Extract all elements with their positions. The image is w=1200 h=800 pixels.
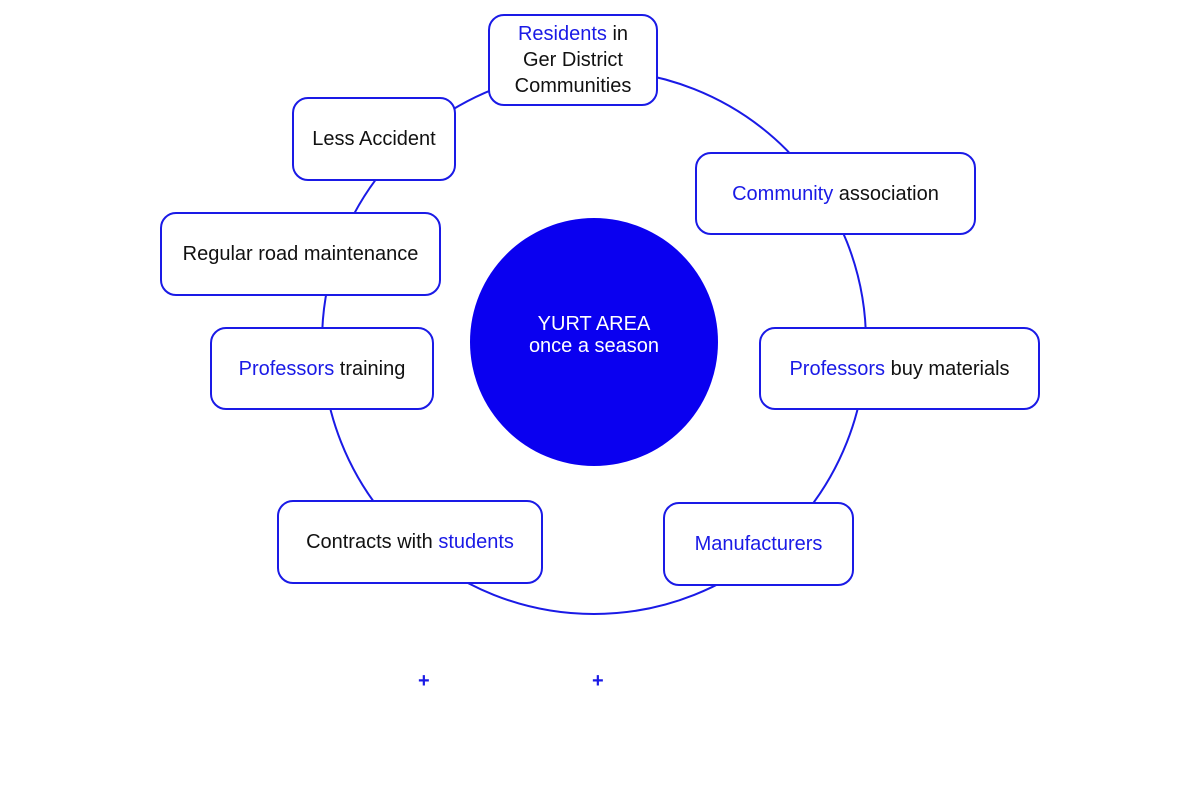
plus-marker-right: + bbox=[592, 670, 604, 692]
node-residents-text-3: Communities bbox=[514, 75, 632, 97]
node-community-text: association bbox=[833, 182, 939, 205]
node-manufacturers: Manufacturers bbox=[663, 502, 854, 586]
node-professors-training-text: training bbox=[334, 357, 406, 380]
node-residents-text-1: in bbox=[606, 23, 629, 45]
node-community-highlight: Community bbox=[732, 182, 834, 205]
node-less-accident: Less Accident bbox=[292, 97, 456, 181]
node-manufacturers-highlight: Manufacturers bbox=[694, 533, 823, 555]
node-residents: Residents in Ger District Communities bbox=[488, 14, 658, 106]
node-professors-buy-highlight: Professors bbox=[789, 357, 886, 380]
node-residents-highlight: Residents bbox=[517, 23, 607, 45]
center-subtitle: once a season bbox=[528, 335, 660, 357]
node-community-association: Community association bbox=[695, 152, 976, 235]
node-professors-training: Professors training bbox=[210, 327, 434, 410]
node-less-accident-text: Less Accident bbox=[312, 128, 436, 150]
node-residents-text-2: Ger District bbox=[522, 49, 623, 71]
node-road-maintenance-text: Regular road maintenance bbox=[182, 243, 419, 265]
node-contracts-highlight: students bbox=[438, 531, 514, 553]
node-professors-buy-materials: Professors buy materials bbox=[759, 327, 1040, 410]
node-professors-buy-text: buy materials bbox=[885, 357, 1010, 380]
node-contracts-text: Contracts with bbox=[306, 531, 439, 553]
center-hub: YURT AREA once a season bbox=[470, 218, 718, 466]
node-regular-road-maintenance: Regular road maintenance bbox=[160, 212, 441, 296]
node-contracts-with-students: Contracts with students bbox=[277, 500, 543, 584]
node-professors-training-highlight: Professors bbox=[238, 357, 335, 380]
center-title: YURT AREA bbox=[537, 313, 651, 335]
plus-marker-left: + bbox=[418, 670, 430, 692]
